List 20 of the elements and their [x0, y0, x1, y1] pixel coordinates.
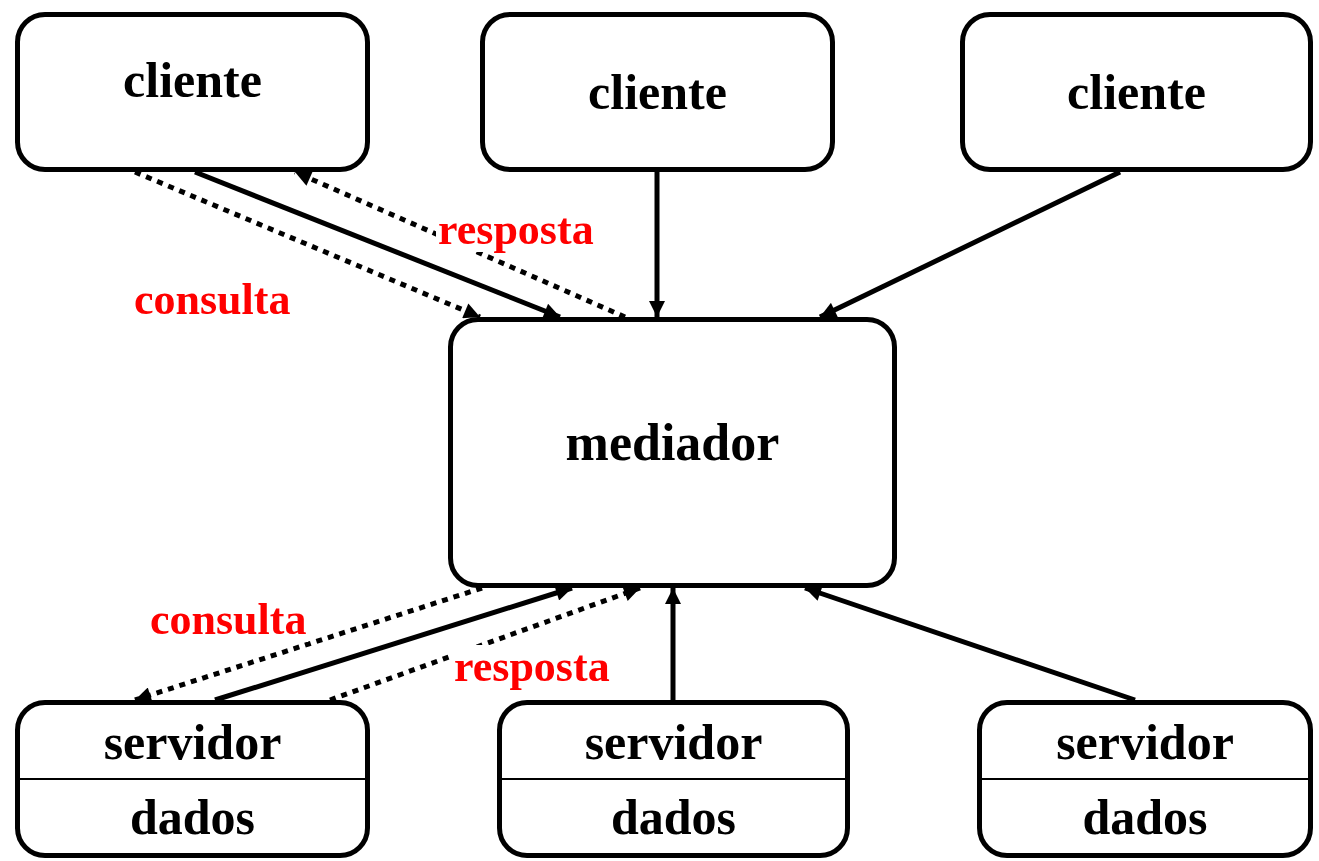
node-label: servidor — [584, 716, 763, 767]
edge-label: resposta — [452, 645, 612, 689]
process-box — [15, 12, 370, 172]
process-box — [977, 700, 1313, 858]
node-label: dados — [129, 791, 256, 842]
node-label: dados — [610, 791, 737, 842]
node-label: cliente — [1067, 67, 1206, 117]
process-box — [497, 700, 850, 858]
process-box — [960, 12, 1313, 172]
node-label: servidor — [1056, 716, 1234, 767]
node-label: servidor — [103, 716, 282, 767]
arrow — [649, 172, 665, 317]
node-label: mediador — [565, 416, 780, 469]
node-label: dados — [1082, 791, 1208, 842]
process-box — [15, 700, 370, 858]
process-box — [480, 12, 835, 172]
node-label: cliente — [123, 55, 262, 105]
process-box — [448, 317, 897, 588]
arrow — [665, 588, 681, 700]
node-label: cliente — [588, 67, 727, 117]
